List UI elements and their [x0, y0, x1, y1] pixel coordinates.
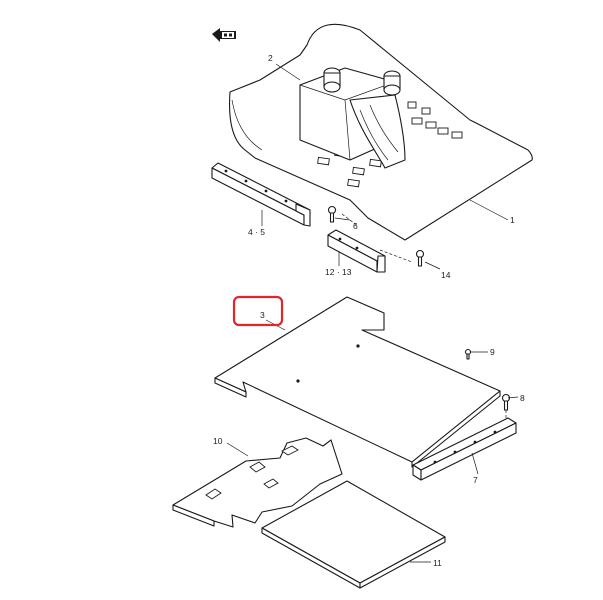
callout-12-13: 12 · 13 — [325, 267, 352, 277]
bolt-6[interactable] — [327, 205, 337, 223]
callout-7: 7 — [473, 475, 478, 485]
part-10-mat[interactable] — [172, 437, 343, 528]
callout-3: 3 — [260, 310, 265, 320]
callout-14: 14 — [441, 270, 451, 280]
callout-8: 8 — [520, 393, 525, 403]
part-7-rail[interactable] — [412, 417, 517, 481]
bolt-9[interactable] — [464, 348, 472, 360]
callout-9: 9 — [490, 347, 495, 357]
bolt-8[interactable] — [501, 393, 511, 411]
part-4-5-rail[interactable] — [211, 162, 311, 227]
callout-1: 1 — [510, 215, 515, 225]
callout-11: 11 — [433, 558, 442, 568]
part-11-mat[interactable] — [261, 480, 446, 589]
callout-4-5: 4 · 5 — [248, 227, 265, 237]
front-direction-arrow-icon — [212, 28, 236, 42]
callout-6: 6 — [353, 221, 358, 231]
bolt-14[interactable] — [415, 249, 425, 267]
highlight-box-part-3 — [232, 295, 284, 327]
part-2-console-boot[interactable] — [299, 67, 406, 169]
part-12-13-rail[interactable] — [327, 229, 386, 273]
callout-10: 10 — [213, 436, 223, 446]
callout-2: 2 — [268, 53, 273, 63]
part-3-plate[interactable] — [214, 296, 501, 468]
